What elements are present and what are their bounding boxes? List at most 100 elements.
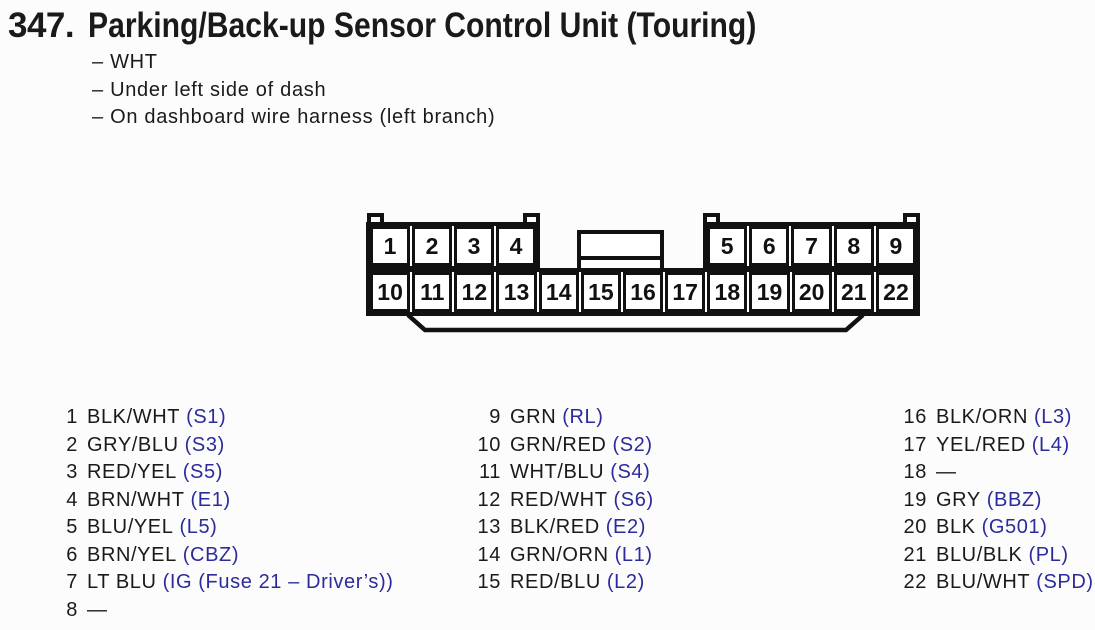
notes-list: – WHT – Under left side of dash – On das… xyxy=(92,49,495,132)
pin-wire-color: — xyxy=(936,461,957,483)
pin-list-column-2: 9 GRN(RL) 10 GRN/RED(S2) 11 WHT/BLU(S4) 12 R… xyxy=(455,404,654,597)
pin-row: 9 GRN(RL) xyxy=(455,404,654,432)
connector-keying-trapezoid xyxy=(406,313,865,333)
pin-number: 13 xyxy=(477,516,501,538)
pin-wire-color: BRN/YEL xyxy=(87,543,177,566)
pin-wire-color: BLU/WHT xyxy=(936,571,1031,593)
pin-number: 2 xyxy=(66,433,78,456)
pin-number: 10 xyxy=(477,433,501,456)
connector-block-bottom: 10 11 12 13 14 15 16 17 18 19 20 21 22 xyxy=(366,268,920,316)
pin-number: 1 xyxy=(66,406,78,428)
pin-number: 9 xyxy=(489,406,501,428)
connector-pin-cell: 3 xyxy=(454,226,494,266)
page-title: Parking/Back-up Sensor Control Unit (Tou… xyxy=(88,6,757,45)
pin-row: 13 BLK/RED(E2) xyxy=(455,514,654,542)
pin-wire-color: — xyxy=(87,598,108,621)
pin-connector-code: (S3) xyxy=(184,433,225,456)
pin-wire-color: GRY/BLU xyxy=(87,433,179,456)
pin-wire-color: BRN/WHT xyxy=(87,488,185,511)
pin-connector-code: (S4) xyxy=(610,461,651,483)
connector-pin-cell: 1 xyxy=(370,226,410,266)
connector-diagram: 1 2 3 4 5 6 7 8 9 10 11 12 13 14 15 16 1… xyxy=(366,213,920,337)
pin-wire-color: BLK/ORN xyxy=(936,406,1029,428)
pin-wire-color: BLK xyxy=(936,516,976,538)
connector-pin-cell: 15 xyxy=(580,272,621,312)
pin-connector-code: (CBZ) xyxy=(182,543,240,566)
connector-pin-cell: 10 xyxy=(370,272,411,312)
connector-pin-cell: 22 xyxy=(875,272,917,312)
connector-blank-key-divider xyxy=(581,256,660,260)
pin-number: 17 xyxy=(903,433,927,456)
connector-pin-cell: 14 xyxy=(538,272,579,312)
section-number: 347. xyxy=(8,6,75,45)
connector-pin-cell: 9 xyxy=(875,226,917,266)
pin-wire-color: RED/WHT xyxy=(510,488,608,511)
connector-pin-cell: 11 xyxy=(412,272,453,312)
connector-pin-cell: 13 xyxy=(496,272,537,312)
pin-connector-code: (E2) xyxy=(605,516,646,538)
pin-number: 11 xyxy=(479,461,501,483)
connector-block-top-left: 1 2 3 4 xyxy=(366,222,540,270)
pin-wire-color: BLU/BLK xyxy=(936,543,1023,566)
pin-connector-code: (L3) xyxy=(1034,406,1072,428)
pin-row: 3 RED/YEL(S5) xyxy=(40,459,394,487)
connector-pin-cell: 20 xyxy=(791,272,832,312)
pin-number: 3 xyxy=(66,461,78,483)
connector-pin-cell: 12 xyxy=(454,272,495,312)
pin-connector-code: (RL) xyxy=(562,406,604,428)
pin-wire-color: RED/YEL xyxy=(87,461,177,483)
pin-number: 14 xyxy=(477,543,501,566)
pin-row: 18 — xyxy=(880,459,1094,487)
pin-number: 21 xyxy=(903,543,927,566)
connector-block-top-right: 5 6 7 8 9 xyxy=(703,222,920,270)
pin-connector-code: (E1) xyxy=(190,488,231,511)
pin-number: 20 xyxy=(903,516,927,538)
pin-connector-code: (S5) xyxy=(182,461,223,483)
pin-number: 12 xyxy=(477,488,501,511)
note-line: – On dashboard wire harness (left branch… xyxy=(92,106,496,129)
pin-connector-code: (BBZ) xyxy=(986,488,1042,511)
connector-pin-cell: 18 xyxy=(707,272,748,312)
pin-connector-code: (IG (Fuse 21 – Driver’s)) xyxy=(162,571,394,593)
pin-connector-code: (L5) xyxy=(179,516,218,538)
pin-row: 2 GRY/BLU(S3) xyxy=(40,432,394,460)
pin-wire-color: GRN/RED xyxy=(510,433,607,456)
connector-pin-cell: 7 xyxy=(791,226,832,266)
pin-list-column-1: 1 BLK/WHT(S1) 2 GRY/BLU(S3) 3 RED/YEL(S5) 4… xyxy=(40,404,394,624)
connector-pin-cell: 19 xyxy=(749,272,790,312)
pin-row: 11 WHT/BLU(S4) xyxy=(455,459,654,487)
pin-connector-code: (L1) xyxy=(614,543,653,566)
pin-connector-code: (S6) xyxy=(613,488,654,511)
pin-number: 16 xyxy=(903,406,927,428)
connector-pin-cell: 21 xyxy=(833,272,874,312)
pin-wire-color: BLK/RED xyxy=(510,516,600,538)
connector-pin-cell: 17 xyxy=(665,272,706,312)
pin-wire-color: WHT/BLU xyxy=(510,461,605,483)
pin-wire-color: GRN xyxy=(510,406,557,428)
pin-number: 19 xyxy=(903,488,927,511)
pin-row: 16 BLK/ORN(L3) xyxy=(880,404,1094,432)
pin-wire-color: BLK/WHT xyxy=(87,406,181,428)
note-line: – WHT xyxy=(92,51,158,73)
pin-connector-code: (L2) xyxy=(606,571,645,593)
pin-wire-color: YEL/RED xyxy=(936,433,1026,456)
pin-connector-code: (S1) xyxy=(186,406,227,428)
pin-number: 22 xyxy=(903,571,927,593)
connector-pin-cell: 4 xyxy=(496,226,536,266)
pin-wire-color: GRN/ORN xyxy=(510,543,609,566)
pin-number: 18 xyxy=(903,461,927,483)
connector-pin-cell: 2 xyxy=(412,226,452,266)
pin-connector-code: (S2) xyxy=(612,433,653,456)
note-line: – Under left side of dash xyxy=(92,78,327,101)
connector-blank-key-cell xyxy=(577,230,664,272)
pin-wire-color: BLU/YEL xyxy=(87,516,174,538)
pin-number: 8 xyxy=(66,598,78,621)
